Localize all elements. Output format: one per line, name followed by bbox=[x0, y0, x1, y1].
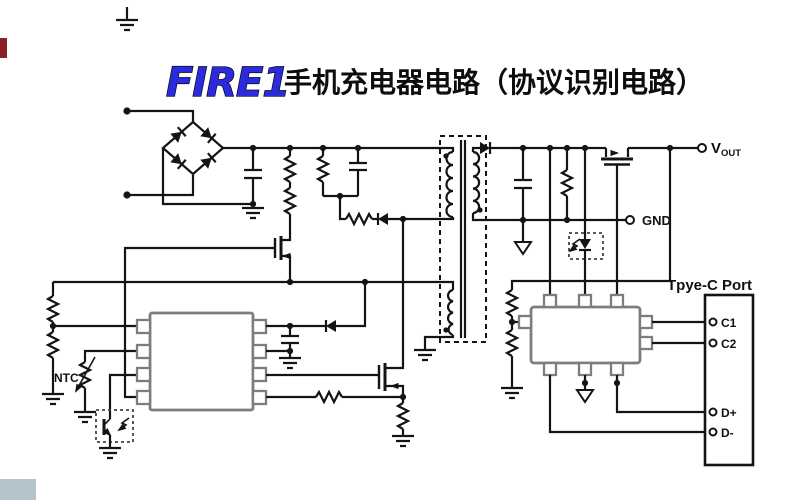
gnd-label: GND bbox=[642, 213, 671, 228]
ac-input-terminals bbox=[123, 107, 195, 199]
sync-mosfet bbox=[601, 144, 698, 295]
port-pin-c1 bbox=[708, 317, 718, 327]
vout-label: VOUT bbox=[711, 140, 741, 159]
vbus-divider bbox=[499, 148, 672, 400]
secondary-ground-rail bbox=[471, 213, 626, 224]
port-pin-c2 bbox=[708, 338, 718, 348]
output-rectifier bbox=[471, 140, 606, 156]
triangle-ground-icon bbox=[514, 241, 532, 255]
vcc-supply-network bbox=[266, 282, 367, 370]
bridge-rectifier bbox=[161, 120, 450, 206]
output-diode-icon bbox=[478, 140, 492, 156]
port-label-dplus: D+ bbox=[721, 406, 737, 420]
port-pin-dplus bbox=[708, 407, 718, 417]
port-label-dminus: D- bbox=[721, 426, 734, 440]
input-voltage-divider bbox=[40, 282, 137, 406]
optocoupler-led bbox=[568, 148, 604, 295]
clamp-diode-icon bbox=[376, 211, 390, 227]
port-label-c2: C2 bbox=[721, 337, 737, 351]
protocol-ic bbox=[517, 148, 709, 434]
output-filter-capacitor bbox=[514, 148, 532, 255]
light-arrows-icon bbox=[119, 418, 129, 430]
stray-ground-icon bbox=[114, 7, 140, 32]
ntc-thermistor: NTC bbox=[54, 349, 137, 424]
vcc-diode-icon bbox=[324, 318, 338, 334]
type-c-port: Tpye-C Port C1 C2 D+ D- bbox=[667, 277, 755, 467]
light-arrows-icon bbox=[570, 239, 580, 251]
brand-logo: FIRE1 bbox=[166, 60, 289, 106]
edge-mark-red bbox=[0, 38, 7, 58]
vcc-aux-rail bbox=[53, 278, 455, 290]
bleeder-resistor bbox=[560, 148, 574, 220]
port-title: Tpye-C Port bbox=[667, 277, 752, 294]
corner-watermark bbox=[0, 479, 36, 500]
gnd-terminal: GND bbox=[625, 213, 671, 228]
page-title: 手机充电器电路（协议识别电路） bbox=[284, 66, 704, 98]
rcd-clamp bbox=[316, 144, 455, 227]
aux-winding bbox=[447, 288, 454, 337]
optocoupler-transistor bbox=[95, 373, 137, 460]
ntc-arrow-icon bbox=[74, 356, 96, 393]
secondary-winding bbox=[472, 150, 481, 215]
transformer bbox=[412, 135, 487, 362]
triangle-ground-icon bbox=[576, 389, 594, 403]
ntc-label: NTC bbox=[54, 371, 79, 385]
main-switch-mosfet bbox=[266, 219, 416, 448]
port-label-c1: C1 bbox=[721, 316, 737, 330]
startup-circuit bbox=[123, 144, 297, 399]
bulk-capacitor bbox=[240, 144, 266, 220]
port-pin-dminus bbox=[708, 427, 718, 437]
vout-terminal: VOUT bbox=[697, 140, 741, 159]
current-sense-resistor bbox=[396, 401, 410, 431]
primary-winding bbox=[445, 150, 454, 219]
main-controller-ic bbox=[135, 311, 268, 412]
